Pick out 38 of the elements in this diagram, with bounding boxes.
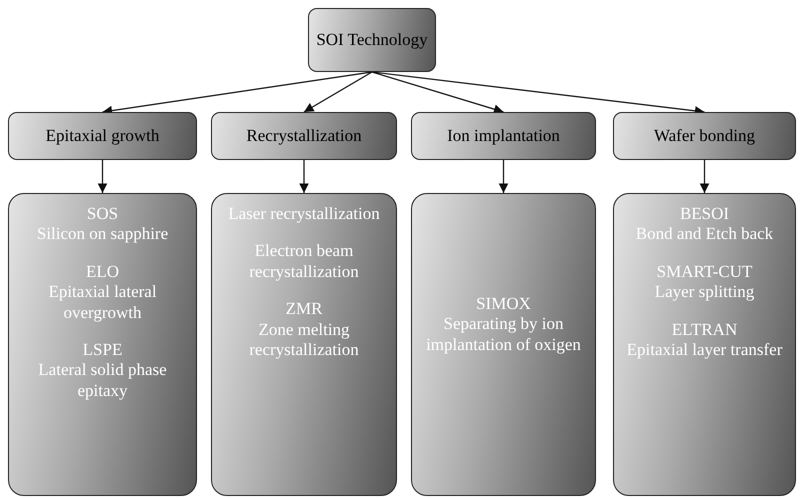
node-text: Silicon on sapphire — [36, 224, 168, 245]
arrow — [372, 71, 504, 114]
node-text: Wafer bonding — [654, 126, 756, 146]
node-text: Ion implantation — [447, 126, 560, 146]
node-text: SOI Technology — [316, 30, 428, 50]
node-text: Epitaxial lateral overgrowth — [47, 282, 158, 323]
node-text: Epitaxial growth — [46, 126, 160, 146]
node-text: Laser recrystallization — [228, 204, 380, 224]
category-box — [411, 112, 596, 160]
node-text: ELO — [86, 262, 120, 282]
arrow — [498, 160, 508, 193]
node-text: Zone melting recrystallization — [248, 320, 360, 360]
category-box — [211, 112, 397, 160]
arrow — [304, 71, 372, 113]
category-box — [613, 112, 796, 160]
node-text: ZMR — [286, 299, 322, 320]
category-box — [308, 8, 436, 72]
node-text: Electron beam recrystallization — [248, 241, 360, 282]
node-text: ELTRAN — [672, 320, 738, 340]
node-text: Recrystallization — [246, 126, 362, 146]
arrow — [299, 160, 309, 193]
node-text: Layer splitting — [654, 282, 754, 303]
node-text: Epitaxial layer transfer — [626, 340, 782, 360]
method-list-box — [613, 193, 796, 496]
method-list-box — [411, 193, 596, 496]
node-text: SIMOX — [476, 294, 531, 314]
node-text: LSPE — [82, 340, 122, 360]
node-text: Separating by ion implantation of oxigen — [425, 314, 582, 356]
category-box — [8, 112, 197, 160]
arrow — [98, 160, 108, 193]
arrow — [700, 160, 710, 193]
node-text: SOS — [86, 204, 118, 224]
node-text: Lateral solid phase epitaxy — [37, 360, 168, 402]
node-text: Bond and Etch back — [636, 224, 774, 245]
node-text: SMART-CUT — [656, 262, 752, 282]
node-text: BESOI — [680, 204, 730, 224]
method-list-box — [211, 193, 397, 496]
method-list-box — [8, 193, 197, 496]
